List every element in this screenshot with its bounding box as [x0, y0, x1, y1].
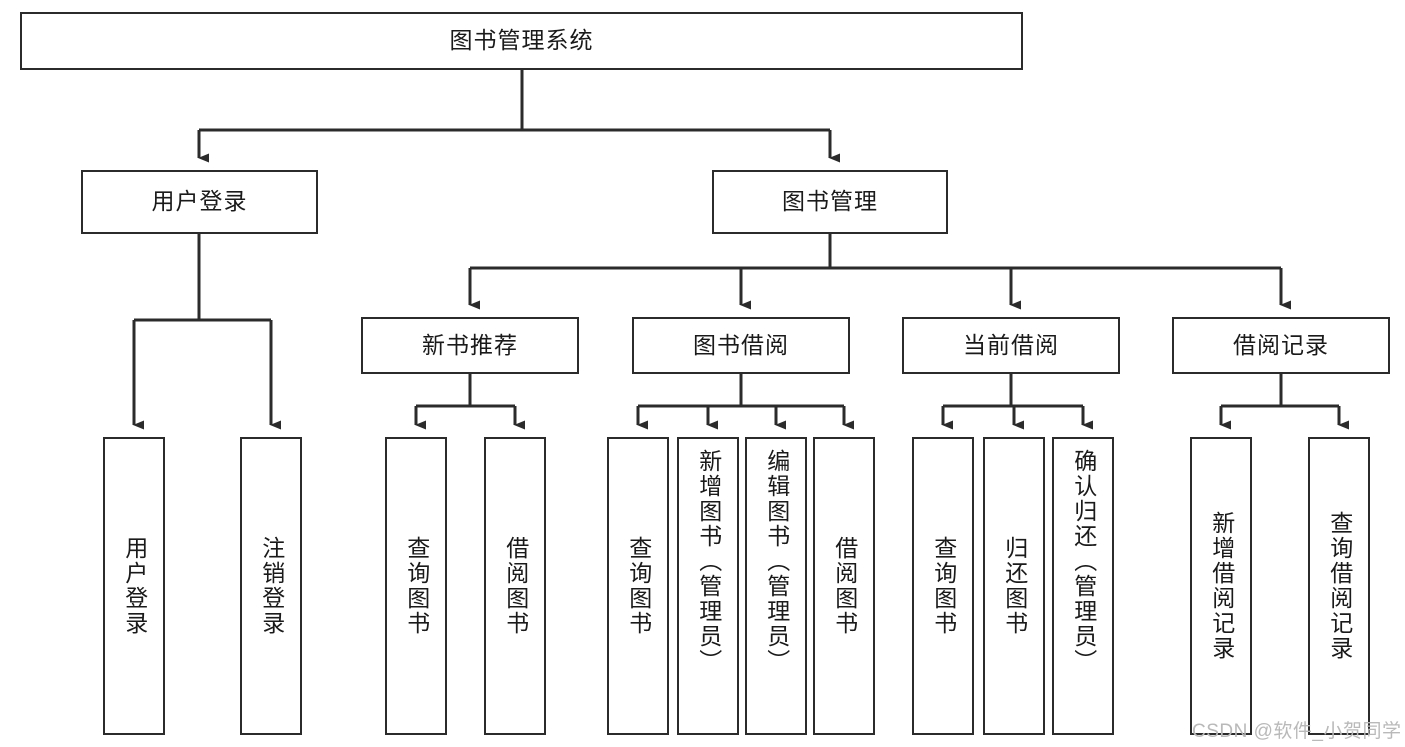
- node-leaf-borrow-book-recommend[interactable]: 借阅图书: [484, 437, 546, 735]
- node-leaf-query-book-borrow[interactable]: 查询图书: [607, 437, 669, 735]
- node-label: 编辑图书（管理员）: [763, 449, 790, 674]
- node-label: 当前借阅: [963, 331, 1059, 358]
- node-title[interactable]: 图书管理系统: [20, 12, 1023, 70]
- node-label: 查询借阅记录: [1326, 511, 1353, 661]
- node-label: 用户登录: [121, 536, 148, 636]
- node-leaf-edit-book-admin[interactable]: 编辑图书（管理员）: [745, 437, 807, 735]
- node-label: 图书管理: [782, 188, 878, 215]
- node-leaf-borrow-book[interactable]: 借阅图书: [813, 437, 875, 735]
- node-label: 确认归还（管理员）: [1070, 449, 1097, 674]
- node-label: 借阅记录: [1233, 331, 1329, 358]
- node-label: 图书借阅: [693, 331, 789, 358]
- node-label: 查询图书: [403, 536, 430, 636]
- node-label: 查询图书: [930, 536, 957, 636]
- node-leaf-query-book-recommend[interactable]: 查询图书: [385, 437, 447, 735]
- node-book-management[interactable]: 图书管理: [712, 170, 948, 234]
- node-label: 查询图书: [625, 536, 652, 636]
- node-leaf-query-book-current[interactable]: 查询图书: [912, 437, 974, 735]
- node-label: 注销登录: [258, 536, 285, 636]
- node-leaf-query-borrow-record[interactable]: 查询借阅记录: [1308, 437, 1370, 735]
- node-label: 图书管理系统: [449, 27, 594, 54]
- node-leaf-user-login[interactable]: 用户登录: [103, 437, 165, 735]
- node-borrow-record[interactable]: 借阅记录: [1172, 317, 1390, 374]
- node-current-borrow[interactable]: 当前借阅: [902, 317, 1120, 374]
- node-label: 借阅图书: [502, 536, 529, 636]
- node-book-borrow[interactable]: 图书借阅: [632, 317, 850, 374]
- node-leaf-add-book-admin[interactable]: 新增图书（管理员）: [677, 437, 739, 735]
- node-leaf-confirm-return-admin[interactable]: 确认归还（管理员）: [1052, 437, 1114, 735]
- node-user-login[interactable]: 用户登录: [81, 170, 318, 234]
- node-label: 归还图书: [1001, 536, 1028, 636]
- node-label: 用户登录: [151, 188, 248, 215]
- node-leaf-return-book[interactable]: 归还图书: [983, 437, 1045, 735]
- node-leaf-add-borrow-record[interactable]: 新增借阅记录: [1190, 437, 1252, 735]
- node-label: 新增图书（管理员）: [695, 449, 722, 674]
- node-leaf-logout[interactable]: 注销登录: [240, 437, 302, 735]
- node-new-book-recommend[interactable]: 新书推荐: [361, 317, 579, 374]
- node-label: 新书推荐: [422, 331, 518, 358]
- node-label: 借阅图书: [831, 536, 858, 636]
- node-label: 新增借阅记录: [1208, 511, 1235, 661]
